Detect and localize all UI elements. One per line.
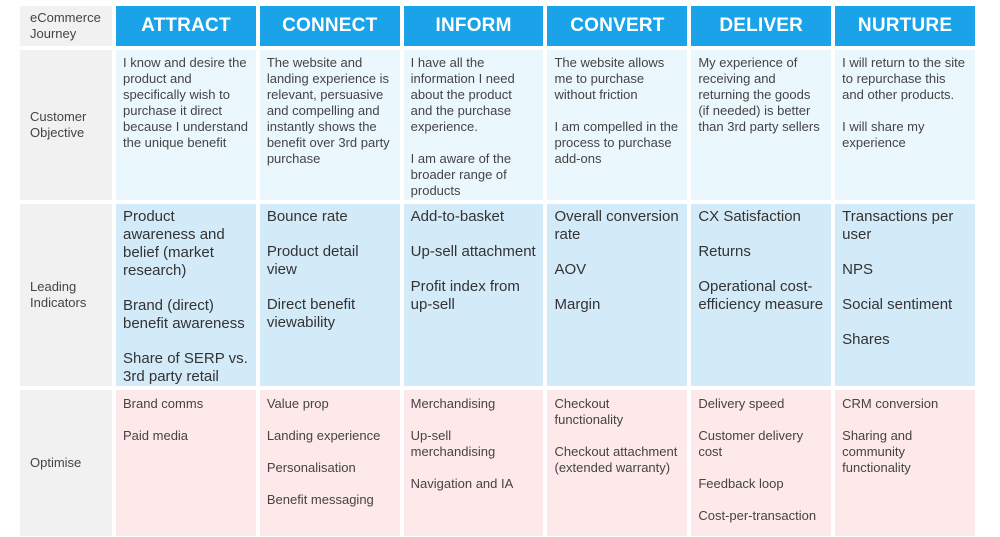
optimise-entry: Up-sell merchandising — [410, 428, 496, 459]
optimise-entry: Customer delivery cost — [698, 428, 804, 459]
col-header-inform: INFORM — [403, 6, 544, 46]
ecommerce-journey-matrix: eCommerce Journey ATTRACT CONNECT INFORM… — [20, 6, 975, 536]
indicators-entry: Shares — [842, 331, 890, 348]
optimise-entry: Delivery speed — [698, 396, 785, 411]
indicators-entry: NPS — [842, 261, 873, 278]
indicators-entry: Social sentiment — [842, 296, 953, 313]
optimise-entry: Benefit messaging — [266, 492, 374, 507]
optimise-entry: Cost-per-transaction — [698, 508, 817, 523]
optimise-entry: Landing experience — [266, 428, 381, 443]
row-label-objective: Customer Objective — [20, 50, 112, 200]
indicators-entry: Overall conversion rate — [554, 208, 679, 243]
objective-entry: I will share my experience — [842, 119, 925, 150]
indicators-entry: CX Satisfaction — [698, 208, 801, 225]
indicators-entry: Profit index from up-sell — [410, 278, 520, 313]
objective-entry: I am compelled in the process to purchas… — [554, 119, 679, 166]
optimise-entry: Checkout attachment (extended warranty) — [554, 444, 678, 475]
optimise-entry: Navigation and IA — [410, 476, 514, 491]
objective-cell: I will return to the site to repurchase … — [835, 50, 975, 200]
optimise-entry: Paid media — [123, 428, 189, 443]
optimise-entry: Value prop — [266, 396, 329, 411]
row-label-optimise: Optimise — [20, 390, 112, 536]
optimise-entry: Personalisation — [266, 460, 356, 475]
indicators-entry: Bounce rate — [266, 208, 348, 225]
indicators-entry: Share of SERP vs. 3rd party retail — [123, 350, 248, 385]
optimise-entry: Checkout functionality — [554, 396, 624, 427]
objective-entry: I have all the information I need about … — [410, 55, 515, 134]
col-header-nurture: NURTURE — [835, 6, 975, 46]
indicators-entry: Direct benefit viewability — [266, 296, 356, 331]
objective-entry: The website allows me to purchase withou… — [554, 55, 665, 102]
col-header-connect: CONNECT — [259, 6, 400, 46]
optimise-entry: Brand comms — [123, 396, 204, 411]
objective-cell: The website allows me to purchase withou… — [547, 50, 688, 200]
indicators-cell: Product awareness and belief (market res… — [116, 204, 256, 386]
optimise-entry: CRM conversion — [842, 396, 939, 411]
col-header-deliver: DELIVER — [691, 6, 832, 46]
optimise-entry: Sharing and community functionality — [842, 428, 913, 475]
objective-cell: The website and landing experience is re… — [259, 50, 400, 200]
objective-cell: I know and desire the product and specif… — [116, 50, 256, 200]
objective-cell: I have all the information I need about … — [403, 50, 544, 200]
indicators-entry: Operational cost-efficiency measure — [698, 278, 824, 313]
indicators-entry: Product awareness and belief (market res… — [123, 208, 225, 279]
optimise-entry: Feedback loop — [698, 476, 784, 491]
objective-entry: My experience of receiving and returning… — [698, 55, 820, 134]
optimise-entry: Merchandising — [410, 396, 496, 411]
objective-entry: I know and desire the product and specif… — [123, 55, 249, 150]
col-header-attract: ATTRACT — [116, 6, 256, 46]
objective-entry: I am aware of the broader range of produ… — [410, 151, 512, 198]
indicators-entry: AOV — [554, 261, 587, 278]
col-header-convert: CONVERT — [547, 6, 688, 46]
objective-entry: The website and landing experience is re… — [266, 55, 390, 166]
indicators-entry: Returns — [698, 243, 751, 260]
corner-label: eCommerce Journey — [20, 6, 112, 46]
indicators-entry: Brand (direct) benefit awareness — [123, 297, 245, 332]
row-label-indicators: Leading Indicators — [20, 204, 112, 386]
indicators-entry: Product detail view — [266, 243, 359, 278]
objective-entry: I will return to the site to repurchase … — [842, 55, 965, 102]
objective-cell: My experience of receiving and returning… — [691, 50, 832, 200]
indicators-entry: Add-to-basket — [410, 208, 505, 225]
indicators-entry: Transactions per user — [842, 208, 954, 243]
indicators-entry: Margin — [554, 296, 601, 313]
indicators-entry: Up-sell attachment — [410, 243, 536, 260]
